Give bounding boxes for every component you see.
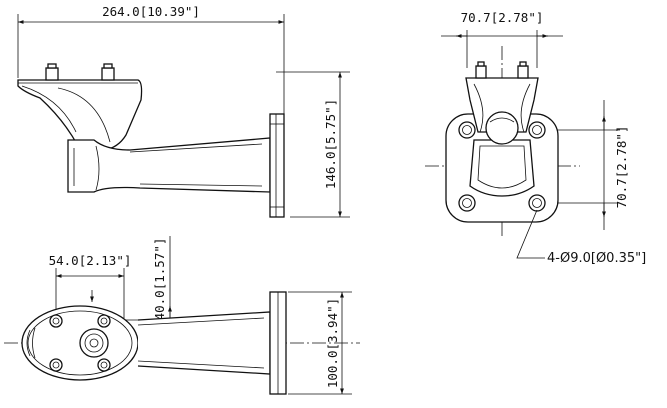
side-length-label: 264.0[10.39"] (102, 4, 200, 19)
top-plate-label: 100.0[3.94"] (325, 298, 340, 388)
front-arm-section (469, 139, 535, 197)
side-wall-plate (269, 113, 285, 218)
front-connector-2 (517, 65, 529, 79)
top-center-boss (79, 328, 109, 358)
top-offset-label: 40.0[1.57"] (152, 238, 167, 321)
front-height-label: 70.7[2.78"] (614, 126, 629, 209)
front-mounting-hole (528, 121, 546, 139)
side-connector-2 (101, 67, 115, 81)
front-camera-body (465, 77, 539, 133)
front-width-label: 70.7[2.78"] (461, 10, 544, 25)
front-connector-1 (475, 65, 487, 79)
top-mounting-hole (49, 358, 63, 372)
front-view: 70.7[2.78"] 70.7[2.78"] (425, 10, 646, 266)
top-width-label: 54.0[2.13"] (49, 253, 132, 268)
front-mounting-hole (458, 194, 476, 212)
top-view: 54.0[2.13"] 40.0[1.57"] 100.0[3.94"] (4, 236, 360, 395)
side-connector-1 (45, 67, 59, 81)
top-mounting-hole (49, 314, 63, 328)
top-mounting-hole (97, 358, 111, 372)
side-view: 264.0[10.39"] 146.0[5.75"] (17, 4, 350, 218)
side-height-label: 146.0[5.75"] (323, 99, 338, 189)
top-mounting-hole (97, 314, 111, 328)
front-lens-dome (485, 111, 519, 145)
mounting-holes-callout: 4-Ø9.0[Ø0.35"] (547, 251, 646, 266)
front-mounting-hole (458, 121, 476, 139)
side-mount-arm (67, 137, 271, 193)
mounting-holes-leader (516, 209, 545, 259)
